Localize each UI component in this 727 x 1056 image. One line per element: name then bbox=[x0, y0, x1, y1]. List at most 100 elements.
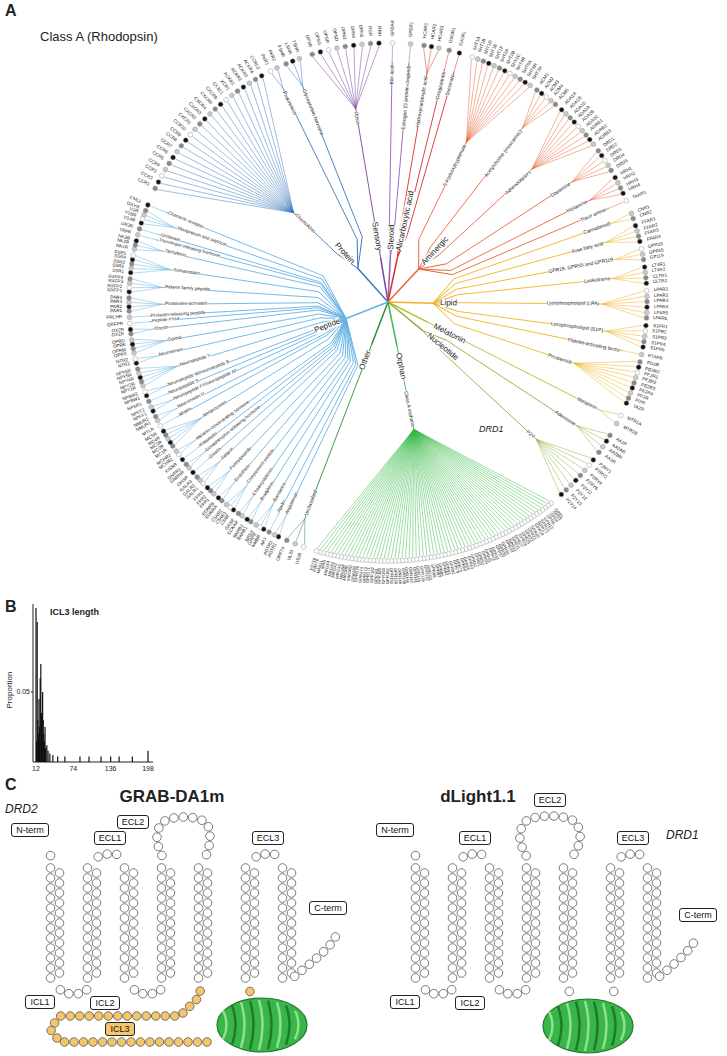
histogram-bar bbox=[100, 756, 101, 762]
tree-branch bbox=[135, 339, 166, 340]
leaf-dot bbox=[544, 95, 549, 100]
residue-circle bbox=[411, 874, 420, 883]
tree-branch bbox=[536, 439, 559, 492]
residue-circle bbox=[448, 934, 457, 943]
tree-branch bbox=[165, 314, 319, 341]
gfp-barrel bbox=[217, 998, 307, 1052]
leaf-dot bbox=[188, 132, 193, 137]
receptor-label: OPN3 bbox=[340, 27, 347, 40]
leaf-dot bbox=[636, 234, 641, 239]
receptor-label: RRH bbox=[376, 26, 381, 36]
leaf-dot bbox=[584, 133, 589, 138]
tree-branch bbox=[138, 246, 161, 251]
tree-branch bbox=[536, 439, 573, 478]
tree-branch bbox=[606, 232, 634, 243]
tree-branch bbox=[414, 429, 472, 544]
leaf-dot bbox=[633, 223, 638, 228]
tree-branch bbox=[137, 341, 165, 353]
residue-circle bbox=[568, 939, 577, 948]
leaf-dot bbox=[127, 285, 132, 290]
tree-branch bbox=[260, 361, 350, 503]
residue-circle bbox=[643, 884, 652, 893]
plot-title: ICL3 length bbox=[50, 607, 99, 617]
family-label: Opsin bbox=[354, 111, 361, 125]
domain-box: N-term bbox=[376, 823, 414, 837]
residue-circle bbox=[241, 974, 250, 983]
leaf-dot bbox=[642, 339, 647, 344]
family-label: Prostanoid bbox=[548, 352, 572, 364]
tree-branch bbox=[381, 429, 414, 558]
tree-branch bbox=[374, 429, 414, 557]
residue-circle bbox=[522, 884, 531, 893]
residue-circle bbox=[193, 1038, 202, 1047]
residue-circle bbox=[522, 894, 531, 903]
residue-circle bbox=[615, 869, 624, 878]
tree-branch bbox=[358, 237, 362, 269]
residue-circle bbox=[559, 904, 568, 913]
residue-circle bbox=[522, 944, 531, 953]
tree-branch bbox=[414, 429, 441, 552]
residue-circle bbox=[161, 817, 170, 826]
residue-circle bbox=[278, 974, 287, 983]
leaf-dot bbox=[639, 246, 644, 251]
tree-branch bbox=[381, 258, 388, 302]
residue-circle bbox=[448, 884, 457, 893]
receptor-label: PAR3 bbox=[110, 300, 122, 305]
residue-circle bbox=[47, 1026, 56, 1035]
residue-circle bbox=[83, 964, 92, 973]
residue-circle bbox=[559, 974, 568, 983]
residue-circle bbox=[615, 899, 624, 908]
residue-circle bbox=[46, 924, 55, 933]
tree-branch bbox=[228, 102, 294, 213]
leaf-dot bbox=[569, 483, 574, 488]
receptor-label: MTR1B bbox=[622, 425, 638, 436]
leaf-dot bbox=[131, 346, 136, 351]
residue-circle bbox=[494, 879, 503, 888]
residue-circle bbox=[559, 944, 568, 953]
leaf-dot bbox=[310, 52, 315, 57]
residue-circle bbox=[46, 954, 55, 963]
leaf-dot bbox=[179, 143, 184, 148]
residue-circle bbox=[55, 919, 64, 928]
residue-circle bbox=[120, 964, 129, 973]
residue-circle bbox=[457, 919, 466, 928]
beta-strand bbox=[603, 1003, 607, 1048]
residue-circle bbox=[655, 972, 664, 981]
leaf-dot bbox=[132, 247, 137, 252]
tree-branch bbox=[606, 325, 643, 331]
residue-circle bbox=[129, 889, 138, 898]
domain-box: ICL3 bbox=[105, 1022, 134, 1036]
leaf-dot bbox=[643, 275, 648, 280]
family-label: Leukotriene bbox=[584, 276, 611, 284]
residue-circle bbox=[155, 824, 164, 833]
domain-box: ECL3 bbox=[252, 831, 285, 845]
tree-branch bbox=[602, 302, 644, 304]
family-label: Adenosine bbox=[553, 409, 576, 426]
residue-circle bbox=[485, 884, 494, 893]
residue-circle bbox=[127, 1038, 136, 1047]
histogram-bar bbox=[41, 713, 42, 762]
residue-circle bbox=[241, 944, 250, 953]
residue-circle bbox=[129, 919, 138, 928]
residue-circle bbox=[46, 894, 55, 903]
leaf-dot bbox=[635, 370, 640, 375]
residue-circle bbox=[635, 850, 644, 859]
histogram-bar bbox=[40, 664, 41, 762]
family-label: Bombesin bbox=[273, 482, 287, 502]
residue-circle bbox=[92, 929, 101, 938]
tree-branch bbox=[612, 214, 628, 223]
receptor-label: TSHR bbox=[291, 39, 300, 52]
family-label: Somatostatin bbox=[173, 268, 200, 276]
receptor-label: OPSR bbox=[322, 30, 329, 44]
gpcr-tree bbox=[127, 41, 650, 564]
tree-branch bbox=[602, 304, 644, 307]
residue-circle bbox=[652, 959, 661, 968]
leaf-dot bbox=[208, 111, 213, 116]
residue-circle bbox=[411, 884, 420, 893]
leaf-dot bbox=[128, 270, 133, 275]
residue-circle bbox=[46, 974, 55, 983]
tree-branch bbox=[466, 82, 518, 142]
residue-circle bbox=[205, 841, 214, 850]
residue-circle bbox=[194, 884, 203, 893]
residue-circle bbox=[142, 1012, 151, 1021]
